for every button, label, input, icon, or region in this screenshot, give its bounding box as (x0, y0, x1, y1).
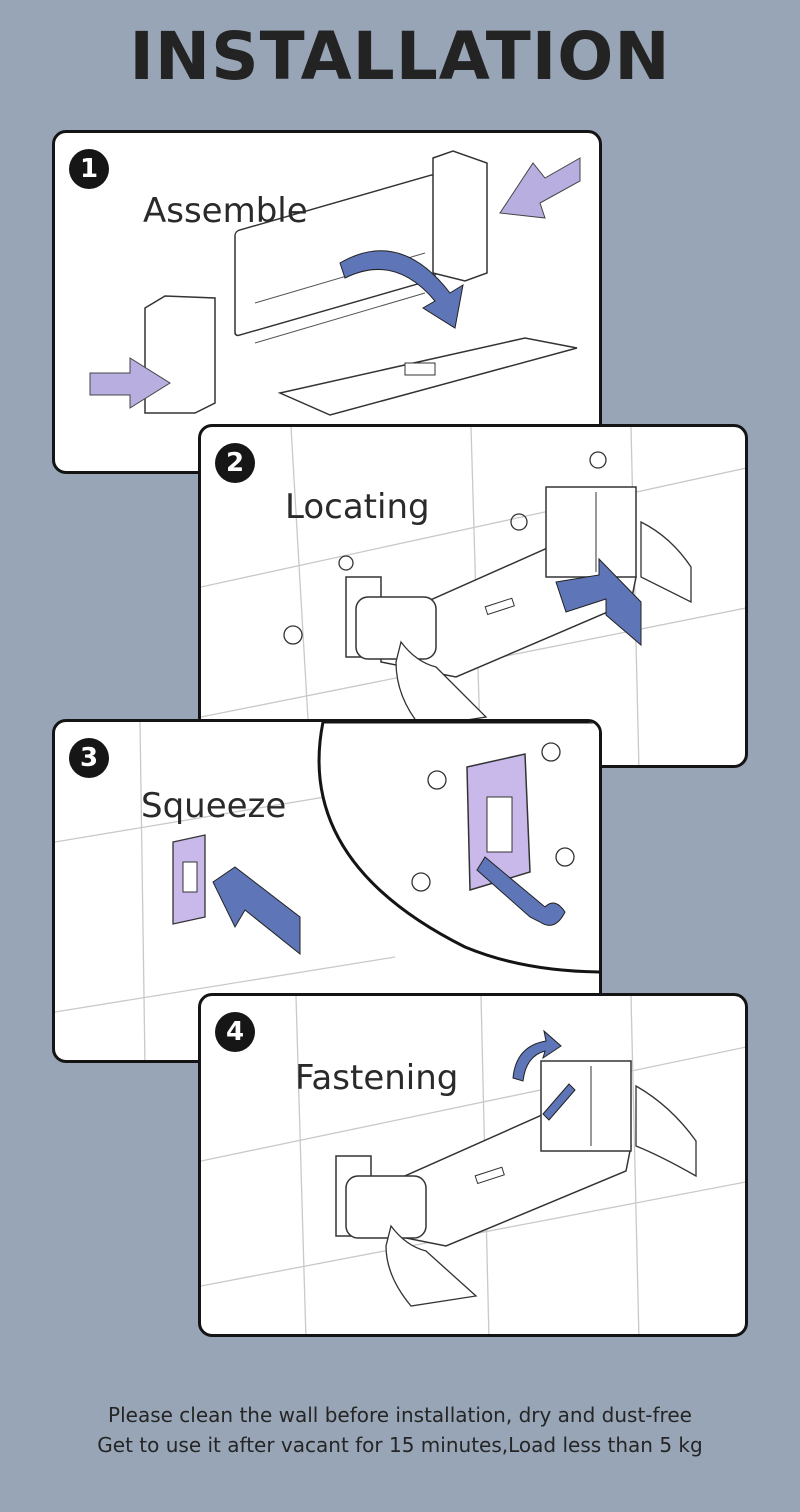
zoom-detail-bubble (317, 722, 599, 974)
step-label: Squeeze (141, 786, 287, 826)
push-arrow-icon (555, 557, 642, 647)
step-4-panel: 4 Fastening (198, 993, 748, 1337)
step-number-badge: 1 (69, 149, 109, 189)
wrench-icon (542, 1083, 576, 1121)
step-label: Assemble (143, 191, 308, 231)
push-left-arrow-icon (499, 157, 581, 219)
step-number-badge: 4 (215, 1012, 255, 1052)
right-hand (635, 1084, 697, 1178)
right-hand (640, 520, 692, 604)
step-label: Locating (285, 487, 430, 527)
footer-notes: Please clean the wall before installatio… (0, 1400, 800, 1460)
right-end-cap (432, 150, 488, 282)
footer-line-1: Please clean the wall before installatio… (108, 1403, 692, 1427)
base-plate (277, 337, 578, 416)
push-right-arrow-icon (89, 357, 171, 409)
step-label: Fastening (295, 1058, 459, 1098)
rotate-arrow-icon (339, 250, 464, 329)
wall-tiles (55, 722, 396, 1060)
air-puff-icon (283, 625, 303, 645)
tighten-arrow-icon (512, 1029, 562, 1082)
footer-line-2: Get to use it after vacant for 15 minute… (97, 1433, 703, 1457)
step-number-badge: 3 (69, 738, 109, 778)
page-title: INSTALLATION (129, 18, 671, 95)
step-1-panel: 1 Assemble (52, 130, 602, 474)
assemble-illustration (89, 150, 581, 416)
left-end-cap (144, 295, 216, 414)
left-hand (385, 1224, 478, 1307)
wall-tiles (201, 996, 745, 1334)
step-number-badge: 2 (215, 443, 255, 483)
fastening-illustration (201, 996, 745, 1334)
air-puff-icon (427, 770, 447, 790)
clip-part (404, 362, 436, 376)
right-frame (545, 486, 637, 578)
squeeze-illustration (55, 722, 599, 1060)
step-2-panel: 2 Locating (198, 424, 748, 768)
wrench-icon (476, 856, 566, 926)
right-frame (540, 1060, 632, 1152)
locating-illustration (201, 427, 745, 765)
squeeze-arrow-icon (212, 866, 301, 956)
